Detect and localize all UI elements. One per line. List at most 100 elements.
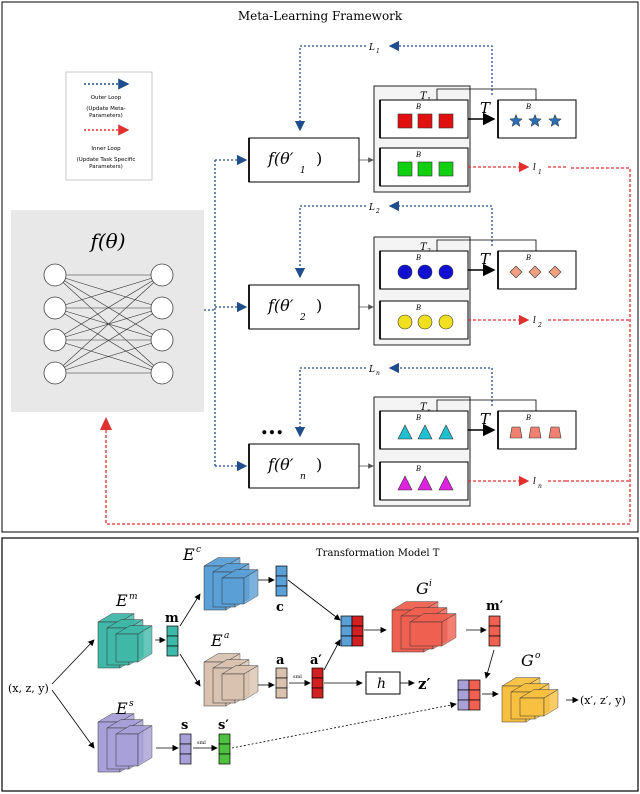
query-sample-2 (417, 424, 433, 440)
concat-aprime (351, 615, 364, 647)
meta-loss-label: L (368, 365, 375, 375)
transform-label: T (480, 250, 491, 268)
support-sample-2 (417, 314, 433, 330)
support-sample-2 (417, 475, 433, 491)
concat-c-cell (340, 635, 353, 647)
support-set-label: B (415, 151, 421, 159)
encoder-ea-side (243, 665, 259, 701)
code-m-prime-cell (488, 615, 501, 627)
code-a-prime (311, 667, 324, 699)
encoder-ec (203, 557, 259, 611)
transformed-sample-1 (509, 265, 523, 279)
code-a-cell (275, 667, 288, 679)
learner-label: f(θ′ (267, 455, 294, 474)
concat-c-cell (340, 625, 353, 637)
c-to-concat (287, 579, 341, 621)
code-m-prime (488, 615, 501, 647)
generator-go-side (543, 689, 559, 717)
code-c-cell (275, 585, 288, 597)
nn-input-node (43, 296, 67, 320)
support-sample-1 (397, 475, 413, 491)
a-label: a (276, 653, 285, 668)
generator-go (501, 677, 559, 723)
concat2-mprime-cell (468, 689, 481, 701)
sml-label-a: sml (293, 674, 302, 680)
code-c-cell (275, 575, 288, 587)
meta-loss-arrow (388, 362, 493, 406)
s-label: s (181, 718, 188, 733)
es-sup: s (129, 699, 134, 709)
query-sample-1 (397, 424, 413, 440)
inner-loss-label: l (533, 477, 536, 487)
encoder-ec-side (243, 569, 259, 605)
inner-loss-sub: 2 (537, 322, 542, 329)
support-sample-1 (397, 161, 413, 177)
task-row-1: f(θ′)1L1T1BBTBl1 (215, 40, 577, 193)
sprime-to-concat2 (231, 701, 457, 749)
legend-outer-sub1: (Update Meta- (86, 106, 125, 112)
task-label: T (420, 402, 428, 413)
transformed-set-label: B (525, 254, 531, 262)
base-model: f(θ) (11, 210, 204, 412)
support-sample-3 (438, 161, 454, 177)
code-s-prime-cell (218, 743, 231, 755)
inner-loss-label: l (533, 163, 536, 173)
code-m-cell (166, 645, 179, 657)
task-label: T (420, 242, 428, 253)
learner-label: f(θ′ (267, 296, 294, 315)
query-set-label: B (415, 414, 421, 422)
nn-edge (54, 274, 163, 374)
learner-label: f(θ′ (267, 149, 294, 168)
code-c (275, 565, 288, 597)
query-sample-3 (438, 424, 454, 440)
nn-edge (54, 339, 163, 374)
code-m-prime-cell (488, 635, 501, 647)
support-sample-3 (438, 475, 454, 491)
meta-loss-arrow (388, 40, 493, 95)
sml-label-s: sml (197, 740, 206, 746)
gi-sup: i (429, 579, 432, 589)
transformation-panel (1, 537, 639, 792)
go-sup: o (535, 651, 541, 661)
input-to-em (51, 639, 95, 685)
nn-output-node (150, 263, 174, 287)
code-c-cell (275, 565, 288, 577)
query-sample-2 (417, 113, 433, 129)
go-label: G (521, 651, 534, 670)
input-to-es (51, 689, 95, 749)
nn-input-node (43, 263, 67, 287)
code-a-prime-cell (311, 677, 324, 689)
concat-c (340, 615, 353, 647)
outer-update-line (105, 167, 631, 525)
task-link (436, 239, 537, 251)
generator-gi-side (441, 613, 457, 647)
neural-net-icon (43, 263, 174, 385)
m-prime-label: m′ (486, 599, 504, 614)
legend-outer-label: Outer Loop (91, 95, 122, 101)
concat-aprime-cell (351, 635, 364, 647)
concat2-s-cell (457, 689, 470, 701)
generator-gi (391, 601, 457, 653)
generator-go-face (519, 697, 545, 717)
meta-loss-sub: n (376, 370, 380, 377)
transformed-sample-2 (528, 265, 542, 279)
ec-label: E (182, 545, 195, 564)
em-label: E (115, 591, 128, 610)
concat-c-cell (340, 615, 353, 627)
code-m-cell (166, 625, 179, 637)
concat2-mprime-cell (468, 699, 481, 711)
legend: Outer Loop (Update Meta- Parameters) Inn… (65, 71, 153, 181)
encoder-ea-face (221, 673, 245, 701)
encoder-em-face (115, 633, 139, 663)
nn-input-node (43, 328, 67, 352)
learner-subscript: n (300, 472, 306, 482)
nn-edge (54, 307, 163, 374)
m-to-ec (179, 593, 201, 627)
ea-sup: a (224, 631, 229, 641)
code-s-cell (179, 743, 192, 755)
support-sample-3 (438, 314, 454, 330)
code-s-prime-cell (218, 753, 231, 765)
task-row-3: f(θ′)nLnTnBBTBln (215, 362, 630, 507)
aprime-to-concat (323, 639, 341, 671)
